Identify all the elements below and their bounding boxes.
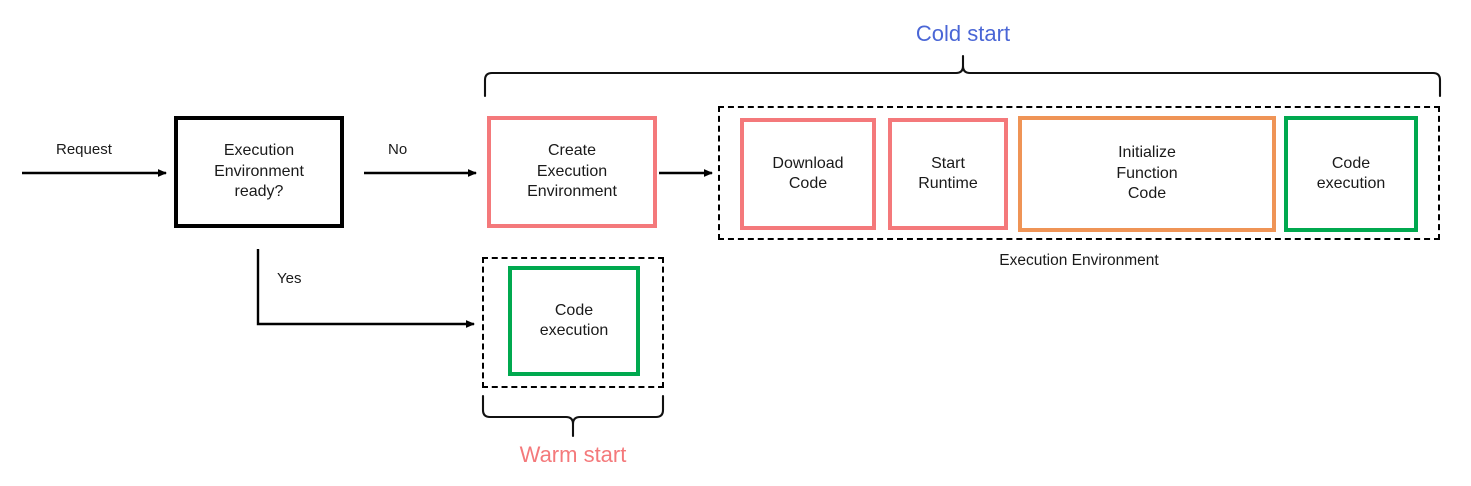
edge-label-request: Request bbox=[56, 141, 112, 158]
cold-start-step-label: Download Code bbox=[772, 154, 844, 192]
cold-start-execution-environment-group bbox=[718, 106, 1440, 240]
cold-start-step-initialize-function-code[interactable]: Initialize Function Code bbox=[1018, 116, 1276, 232]
cold-start-label: Cold start bbox=[915, 21, 1011, 46]
edge-label-yes: Yes bbox=[277, 270, 302, 287]
cold-start-step-start-runtime[interactable]: Start Runtime bbox=[888, 118, 1008, 230]
cold-start-brace bbox=[483, 54, 1442, 98]
create-execution-environment-label: Create Execution Environment bbox=[527, 142, 617, 201]
warm-start-brace bbox=[481, 394, 665, 438]
warm-start-step-label: Code execution bbox=[539, 301, 609, 339]
warm-start-step-code-execution[interactable]: Code execution bbox=[508, 266, 640, 376]
edge-label-no: No bbox=[388, 141, 408, 158]
decision-execution-environment-ready[interactable]: Execution Environment ready? bbox=[174, 116, 344, 228]
decision-label: Execution Environment ready? bbox=[214, 142, 304, 201]
cold-start-step-download-code[interactable]: Download Code bbox=[740, 118, 876, 230]
process-create-execution-environment[interactable]: Create Execution Environment bbox=[487, 116, 657, 228]
execution-environment-caption: Execution Environment bbox=[999, 252, 1159, 269]
cold-start-step-label: Start Runtime bbox=[918, 154, 978, 192]
warm-start-execution-environment-group bbox=[482, 257, 664, 388]
cold-start-step-label: Code execution bbox=[1316, 154, 1386, 192]
cold-start-step-code-execution[interactable]: Code execution bbox=[1284, 116, 1418, 232]
cold-start-step-label: Initialize Function Code bbox=[1116, 144, 1178, 203]
warm-start-label: Warm start bbox=[519, 442, 627, 467]
